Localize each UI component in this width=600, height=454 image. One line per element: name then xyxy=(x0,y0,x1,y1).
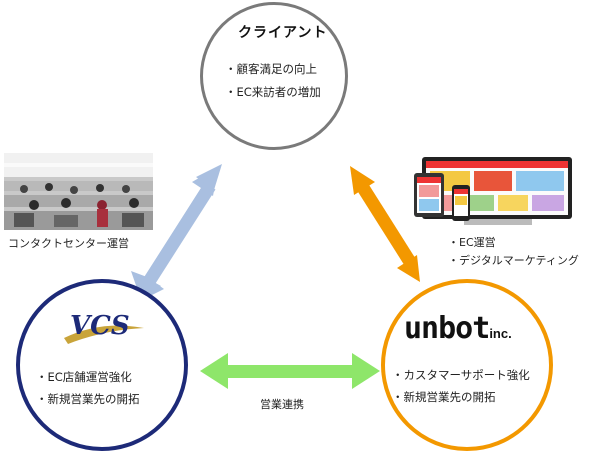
client-item-1: ・顧客満足の向上 xyxy=(225,62,317,76)
client-circle xyxy=(200,2,348,150)
svg-text:VCS: VCS xyxy=(70,311,130,341)
vcs-logo: VCS xyxy=(62,308,146,350)
vcs-circle xyxy=(16,279,188,451)
unbot-logo: unbotinc. xyxy=(404,311,512,346)
client-item-2: ・EC来訪者の増加 xyxy=(225,85,321,99)
unbot-circle xyxy=(381,279,553,451)
vcs-item-2: ・新規営業先の開拓 xyxy=(36,392,140,406)
ec-site-devices-picture xyxy=(414,155,582,229)
vcs-item-1: ・EC店舗運営強化 xyxy=(36,370,132,384)
contact-center-caption: コンタクトセンター運営 xyxy=(8,237,129,250)
ec-ops-caption: ・EC運営 xyxy=(448,236,496,249)
call-center-photo xyxy=(4,153,153,230)
digital-marketing-caption: ・デジタルマーケティング xyxy=(448,254,579,267)
arrow-client-vcs xyxy=(131,164,222,302)
sales-link-caption: 営業連携 xyxy=(260,398,304,411)
unbot-item-1: ・カスタマーサポート強化 xyxy=(392,368,530,382)
arrow-client-unbot xyxy=(350,166,420,282)
arrow-vcs-unbot xyxy=(200,353,380,389)
unbot-item-2: ・新規営業先の開拓 xyxy=(392,390,496,404)
client-title: クライアント xyxy=(238,25,328,41)
